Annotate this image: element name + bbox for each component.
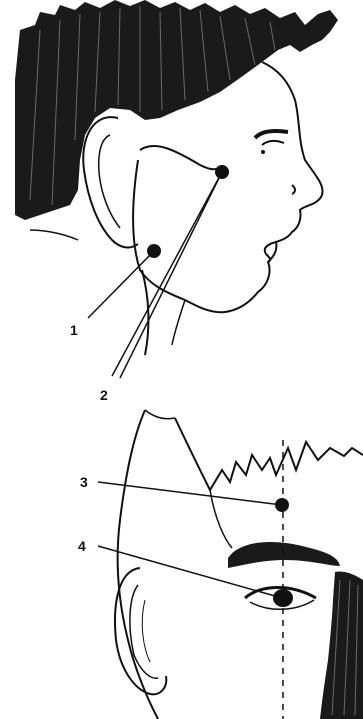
profile-ear: [83, 117, 138, 247]
callout-label-2: 2: [100, 387, 108, 403]
leader-line-2b: [120, 172, 222, 378]
leader-line-3: [98, 482, 282, 505]
front-eyebrow: [228, 542, 340, 568]
front-ear: [115, 568, 166, 694]
front-hair-outline: [118, 410, 158, 719]
profile-hair: [15, 0, 338, 220]
front-hairline: [175, 418, 363, 490]
leader-line-1: [88, 251, 154, 318]
callout-label-3: 3: [80, 474, 88, 490]
leader-line-2a: [112, 172, 222, 376]
front-head-figure: 3 4: [78, 410, 363, 719]
callout-label-4: 4: [78, 538, 86, 554]
callout-label-1: 1: [70, 322, 78, 338]
profile-head-figure: 1 2: [15, 0, 338, 403]
profile-eye: [255, 131, 288, 138]
profile-face-outline: [185, 62, 323, 312]
